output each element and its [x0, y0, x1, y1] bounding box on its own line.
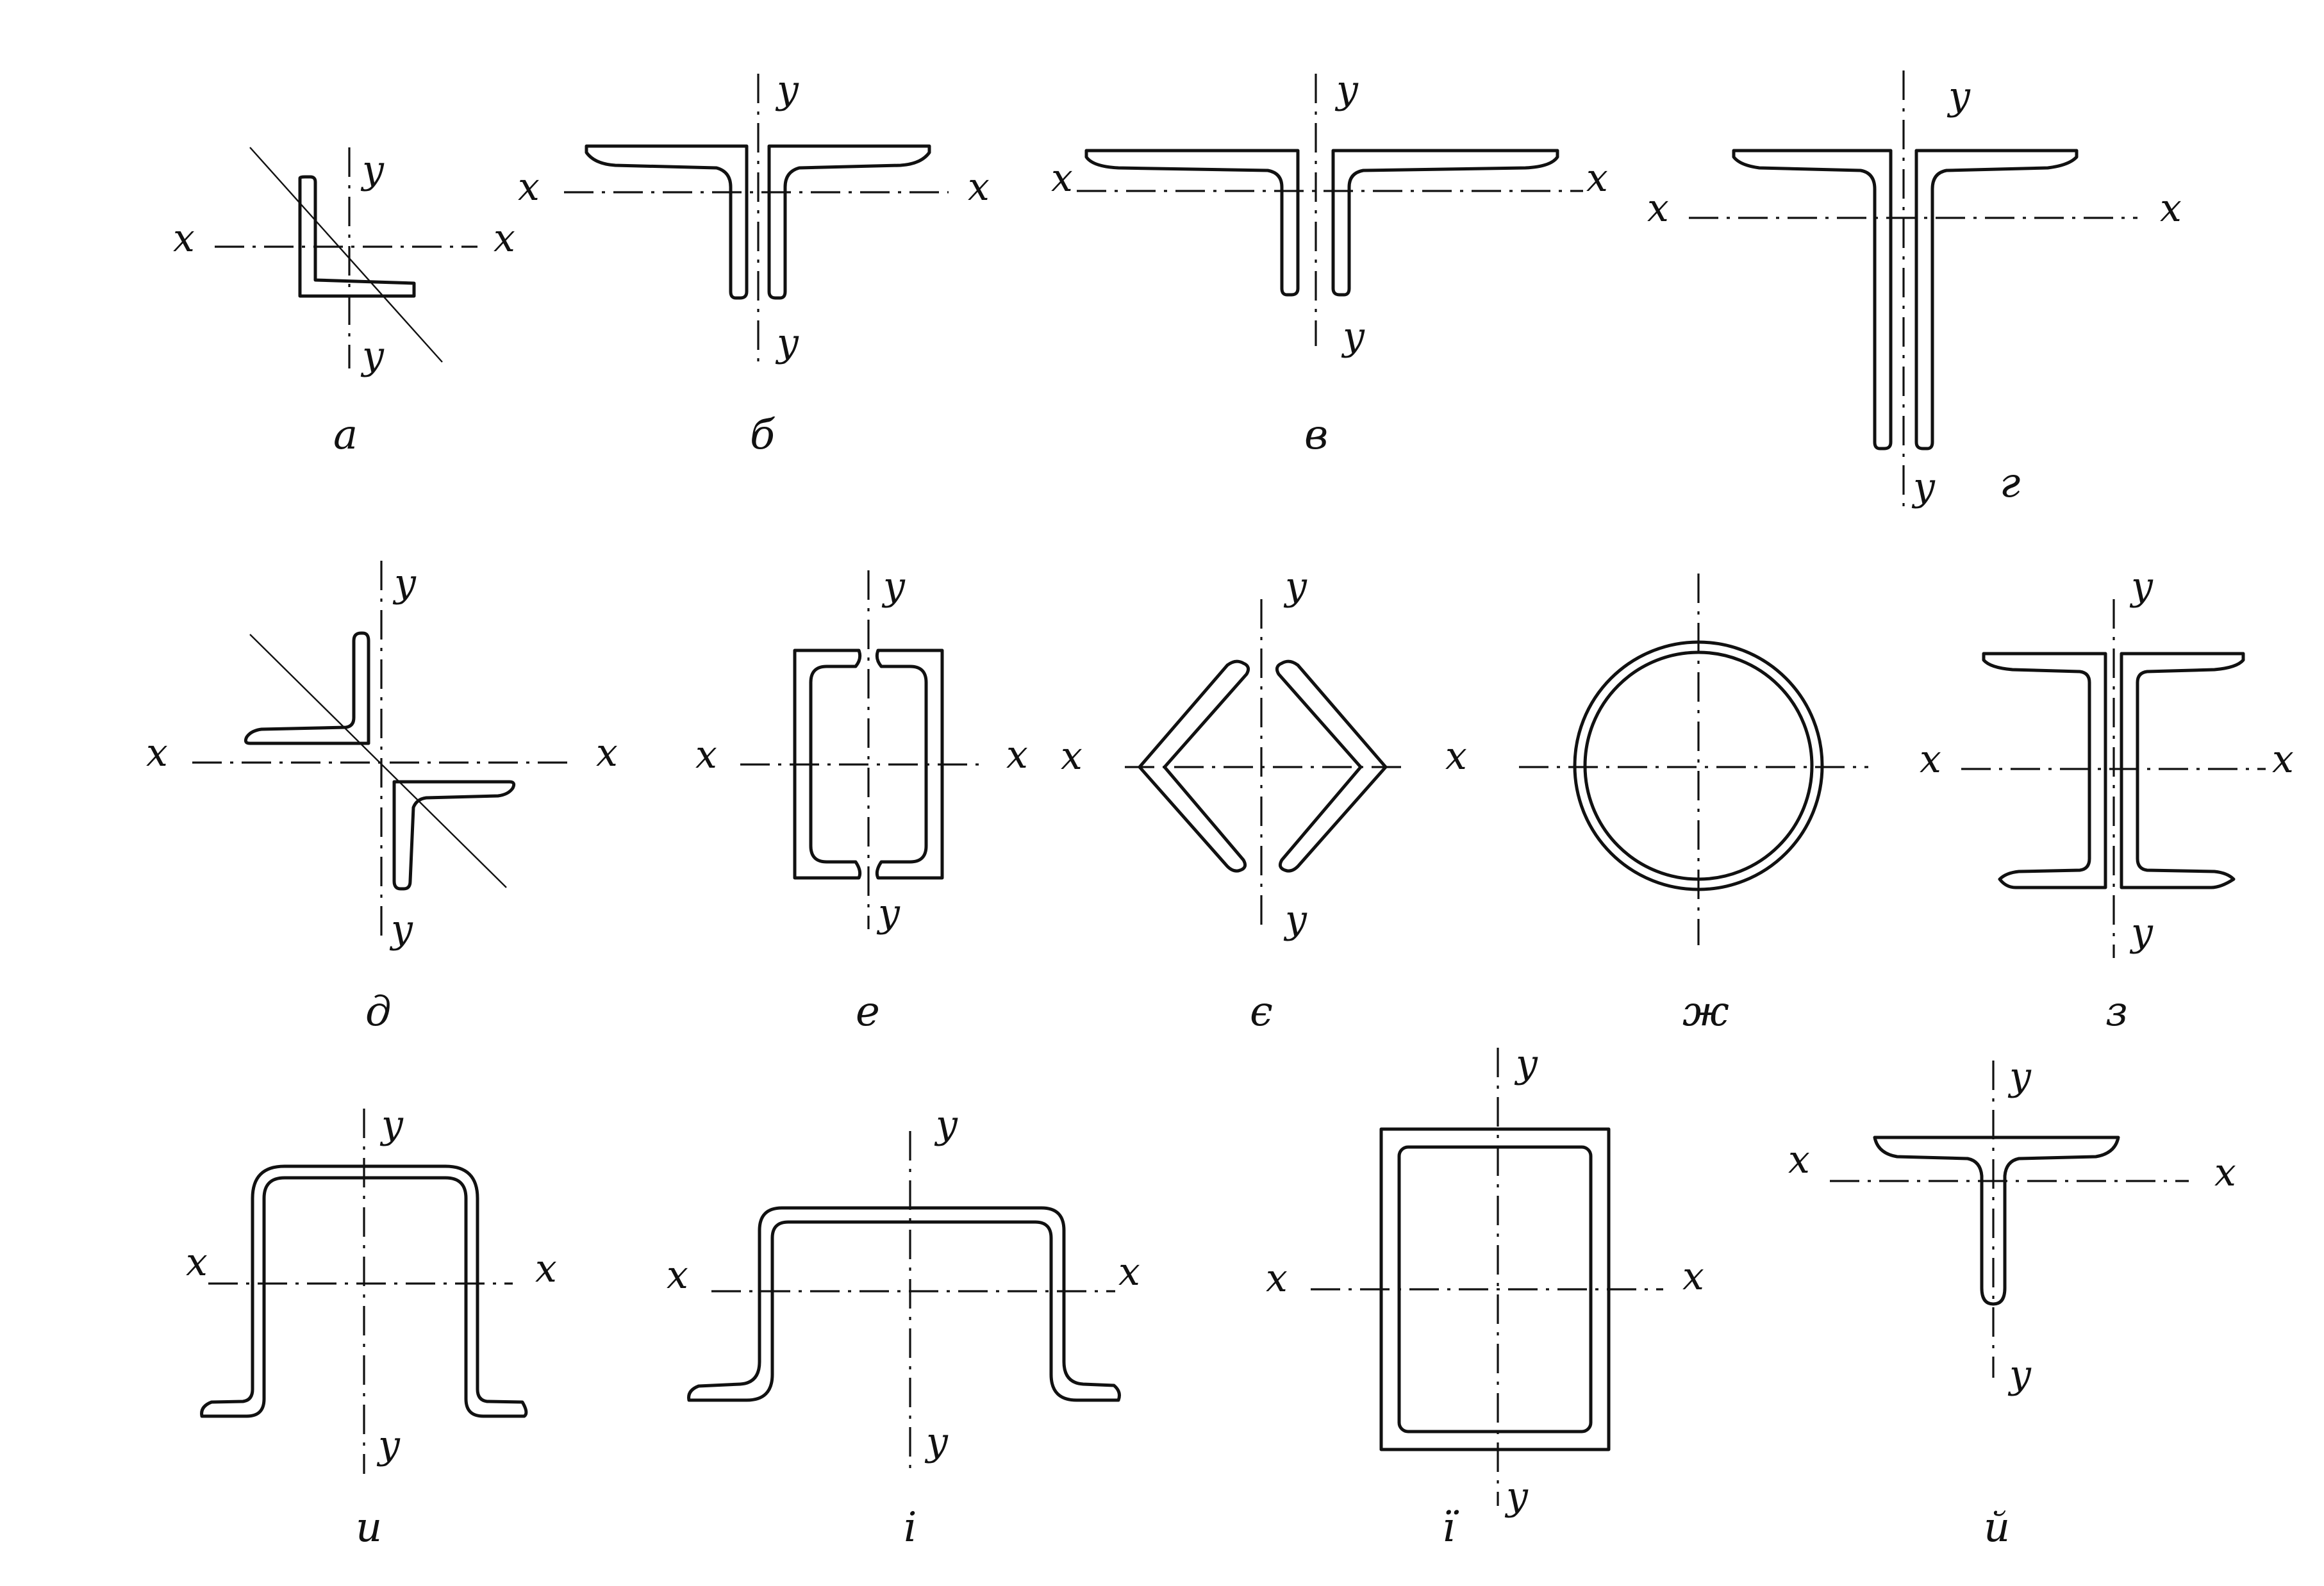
figure-caption: б — [750, 411, 776, 459]
axis-x-label-left: x — [146, 731, 168, 775]
axis-x-label-right: x — [535, 1246, 557, 1291]
axis-y-label-top: y — [1514, 1041, 1538, 1086]
figure-zh: ж — [1519, 574, 1868, 1036]
axis-y-label-top: y — [360, 147, 385, 192]
axis-x-label-right: x — [596, 731, 618, 775]
figure-caption: г — [2000, 459, 2020, 507]
axis-x-label-right: x — [1118, 1250, 1140, 1294]
figure-caption: з — [2105, 988, 2128, 1036]
axis-x-label-left: x — [695, 732, 717, 777]
figure-caption: й — [1984, 1504, 2010, 1551]
axis-x-label-right: x — [968, 165, 990, 210]
axis-x-label-left: x — [186, 1240, 208, 1285]
figure-ye: x x y y є — [1061, 564, 1467, 1036]
profile-channel-left — [793, 648, 862, 880]
profile-hat — [687, 1206, 1121, 1402]
profile-angle — [298, 175, 416, 298]
profile-angle-left — [1084, 149, 1300, 297]
figure-caption: в — [1304, 411, 1328, 459]
figure-caption: ї — [1442, 1504, 1459, 1551]
figure-caption: и — [356, 1504, 382, 1551]
figure-z: x x y y з — [1920, 564, 2294, 1036]
axis-x-label-right: x — [1445, 734, 1467, 779]
axis-y-label-bottom: y — [1283, 897, 1307, 942]
axis-x-label-left: x — [1061, 734, 1083, 779]
axis-y-label-bottom: y — [1504, 1474, 1529, 1519]
axis-y-label-bottom: y — [2007, 1352, 2032, 1397]
axis-y-label-top: y — [775, 67, 799, 112]
figure-a: x x y y а — [173, 147, 515, 459]
axis-y-label-top: y — [881, 564, 906, 609]
axis-x-label-right: x — [494, 216, 515, 261]
profile-angle-left — [585, 144, 749, 300]
figure-caption: е — [856, 988, 880, 1036]
profile-angle-left — [1732, 149, 1893, 450]
diagonal-axis — [249, 634, 507, 888]
figure-caption: д — [365, 988, 392, 1036]
figure-v: x x y y в — [1051, 67, 1608, 459]
profile-tee — [1873, 1136, 2120, 1306]
axis-x-label-left: x — [173, 216, 195, 261]
axis-y-label-bottom: y — [1911, 465, 1936, 509]
axis-x-label-right: x — [1006, 732, 1028, 777]
profile-angle-upper — [244, 631, 370, 745]
figure-caption: а — [333, 411, 358, 459]
profile-angle-lower — [392, 780, 516, 891]
profile-channel-left — [1982, 652, 2107, 889]
profile-angle-right — [1275, 659, 1388, 873]
axis-y-label-top: y — [2007, 1054, 2032, 1099]
axis-x-label-left: x — [1647, 186, 1669, 231]
profile-angle-left — [1138, 659, 1250, 873]
axis-y-label-bottom: y — [360, 333, 385, 378]
figure-j: x x y y й — [1788, 1054, 2236, 1551]
axis-y-label-bottom: y — [376, 1423, 401, 1467]
diagonal-axis — [249, 147, 443, 363]
figure-d: x x y y д — [146, 561, 618, 1036]
figure-caption: і — [904, 1504, 917, 1551]
axis-y-label-bottom: y — [775, 320, 799, 365]
figure-u: x x y y и — [186, 1102, 557, 1551]
axis-x-label-left: x — [1266, 1256, 1288, 1301]
axis-x-label-left: x — [518, 165, 540, 210]
axis-y-label-top: y — [2129, 564, 2154, 609]
axis-x-label-right: x — [2214, 1150, 2236, 1195]
profile-channel-right — [875, 648, 944, 880]
axis-y-label-bottom: y — [389, 907, 413, 952]
figure-g: x x y y г — [1647, 70, 2182, 513]
profile-angle-right — [1331, 149, 1559, 297]
axis-y-label-top: y — [1946, 74, 1971, 119]
axis-x-label-right: x — [2160, 186, 2182, 231]
axis-x-label-left: x — [1788, 1137, 1810, 1182]
profile-channel-right — [2120, 652, 2245, 889]
figure-yi: x x y y ї — [1266, 1041, 1704, 1551]
axis-x-label-right: x — [1586, 156, 1608, 201]
axis-y-label-top: y — [379, 1102, 404, 1147]
profile-angle-right — [1914, 149, 2079, 450]
figure-caption: є — [1250, 988, 1273, 1036]
axis-y-label-bottom: y — [876, 891, 901, 936]
axis-y-label-bottom: y — [2129, 910, 2154, 955]
profile-hat — [200, 1164, 528, 1418]
profile-angle-right — [767, 144, 931, 300]
figure-caption: ж — [1682, 988, 1729, 1036]
axis-x-label-right: x — [2272, 737, 2294, 782]
axis-y-label-top: y — [1283, 564, 1307, 609]
figure-i: x x y y і — [667, 1102, 1140, 1551]
axis-x-label-left: x — [1920, 737, 1941, 782]
axis-y-label-top: y — [1334, 67, 1359, 112]
axis-x-label-left: x — [667, 1253, 688, 1298]
figure-e: x x y y е — [695, 564, 1028, 1036]
axis-x-label-left: x — [1051, 156, 1073, 201]
axis-y-label-top: y — [934, 1102, 958, 1147]
axis-x-label-right: x — [1682, 1254, 1704, 1299]
axis-y-label-top: y — [392, 561, 417, 606]
axis-y-label-bottom: y — [924, 1419, 949, 1464]
axis-y-label-bottom: y — [1341, 314, 1365, 359]
figure-b: x x y y б — [518, 67, 990, 459]
